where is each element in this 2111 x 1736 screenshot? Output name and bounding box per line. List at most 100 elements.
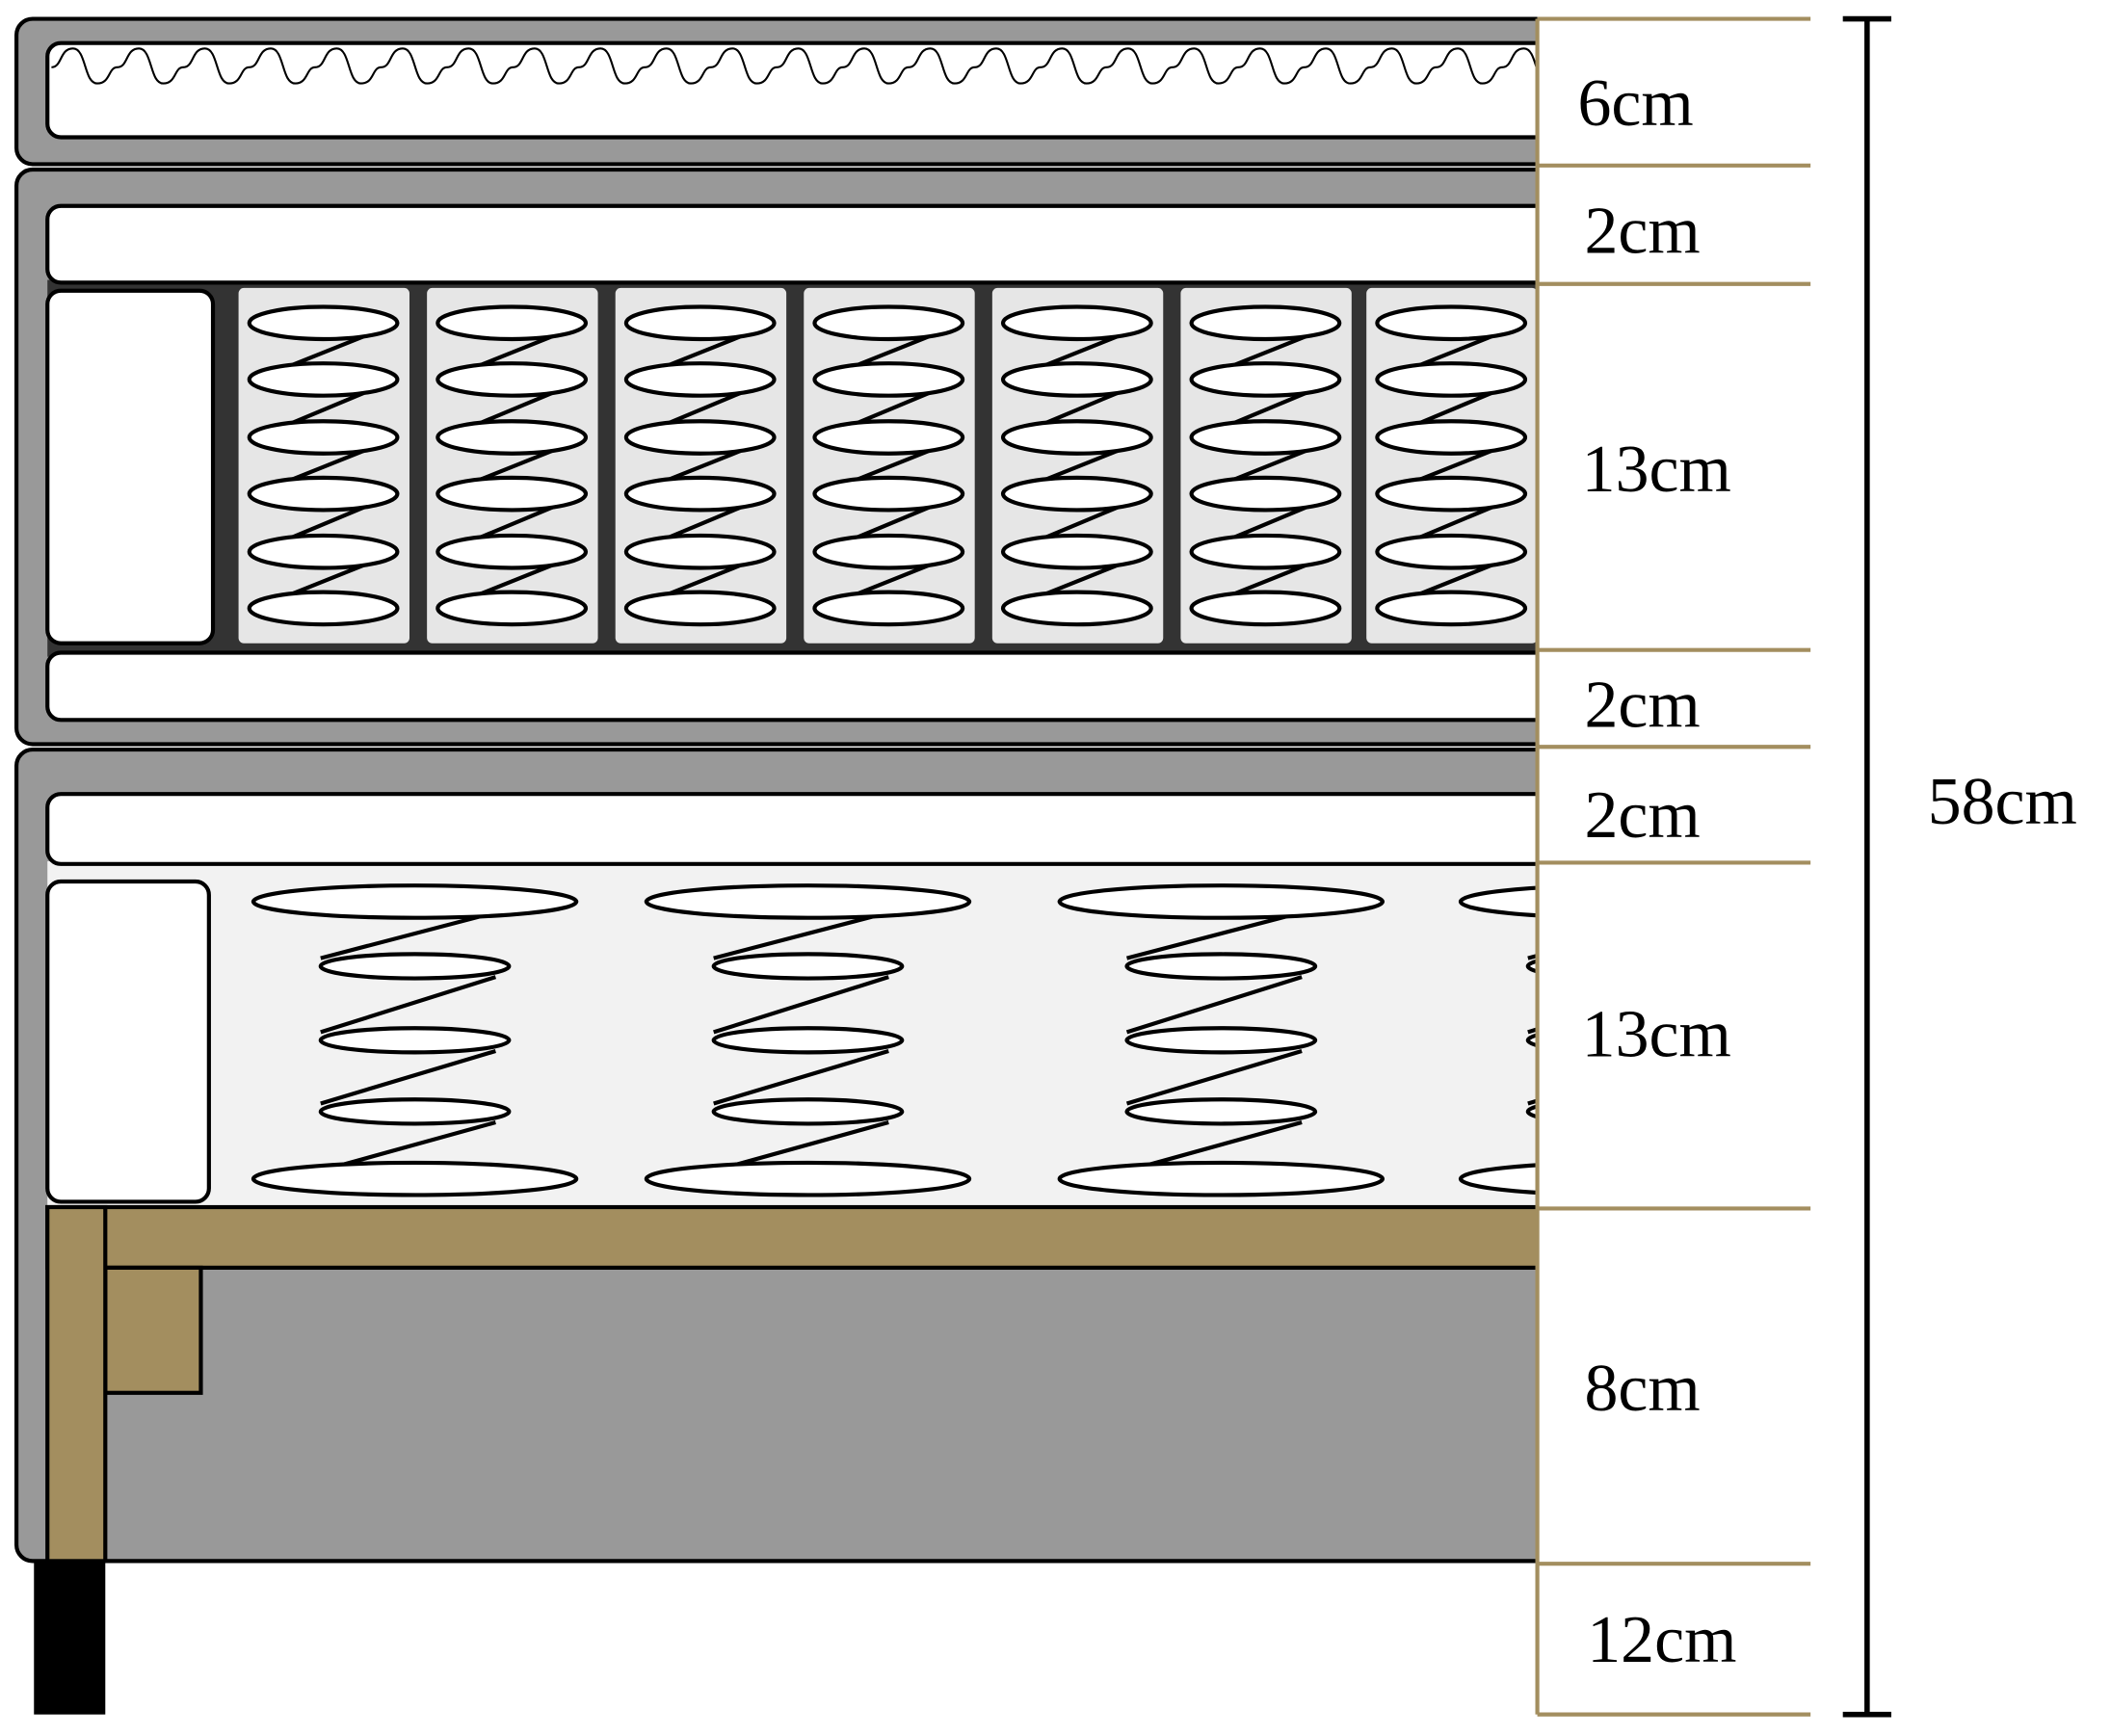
spring-coil: [1375, 533, 1528, 570]
spring-coil: [644, 1160, 972, 1197]
spring-wire: [1042, 334, 1119, 368]
spring-wire: [665, 390, 742, 426]
spring-wire: [1230, 505, 1307, 540]
spring-wire: [320, 910, 496, 960]
spring-coil: [1525, 1104, 1538, 1119]
spring-coil: [435, 419, 589, 456]
spring-coil: [1124, 1097, 1318, 1126]
spring-wire: [1125, 1048, 1303, 1106]
spring-coil: [1189, 475, 1342, 513]
spring-wire: [320, 975, 497, 1035]
pocket-springs: [238, 287, 1538, 644]
spring-coil: [1458, 1163, 1538, 1196]
spring-coil: [711, 952, 905, 981]
spring-coil: [812, 419, 965, 456]
bonnell-spring: [251, 883, 579, 1197]
box-spring: [14, 747, 1538, 1564]
spring-wire: [1042, 563, 1119, 597]
spring-wire: [477, 449, 553, 483]
spring-coil: [435, 533, 589, 570]
spring-coil: [623, 590, 777, 627]
spring-wire: [288, 390, 365, 426]
pocket-spring: [991, 287, 1164, 644]
spring-coil: [623, 475, 777, 513]
label-lower-comfort: 2cm: [1584, 668, 1700, 742]
spring-coil: [1189, 533, 1342, 570]
label-frame: 8cm: [1584, 1352, 1700, 1426]
spring-coil: [623, 304, 777, 342]
spring-wire: [477, 334, 553, 368]
spring-coil: [1057, 1160, 1385, 1197]
spring-coil: [251, 1160, 579, 1197]
spring-coil: [812, 533, 965, 570]
spring-wire: [666, 449, 742, 483]
total-height-ruler: [1842, 15, 1891, 1718]
spring-coil: [1124, 1026, 1318, 1055]
spring-coil: [623, 419, 777, 456]
spring-coil: [812, 590, 965, 627]
spring-wire: [1527, 1166, 1538, 1173]
spring-wire: [713, 975, 889, 1035]
spring-coil: [1375, 361, 1528, 398]
spring-coil: [435, 475, 589, 513]
spring-coil: [1375, 304, 1528, 342]
spring-coil: [1057, 883, 1385, 920]
spring-wire: [854, 449, 930, 483]
spring-coil: [1000, 533, 1153, 570]
layer-dimension-scale: [1535, 16, 1811, 1717]
spring-coil: [247, 361, 400, 398]
spring-coil: [644, 883, 972, 920]
spring-coil: [251, 883, 579, 920]
pocket-spring: [427, 287, 598, 644]
spring-wire: [477, 563, 553, 597]
topper: [14, 16, 1538, 167]
spring-coil: [1189, 419, 1342, 456]
spring-coil: [318, 1097, 512, 1126]
label-upper-comfort: 2cm: [1584, 195, 1700, 269]
label-legs: 12cm: [1587, 1603, 1736, 1677]
spring-wire: [1416, 390, 1492, 426]
spring-coil: [1375, 590, 1528, 627]
edge-foam-lower: [45, 879, 211, 1204]
spring-coil: [623, 361, 777, 398]
bed-leg: [34, 1561, 106, 1715]
spring-wire: [1230, 334, 1307, 368]
spring-wire: [1125, 975, 1303, 1035]
upper-comfort-layer: [45, 203, 1538, 285]
spring-wire: [288, 505, 365, 540]
spring-wire: [1126, 910, 1303, 960]
label-bonnell-springs: 13cm: [1582, 998, 1731, 1072]
spring-coil: [1375, 475, 1528, 513]
spring-coil: [1525, 1033, 1538, 1048]
spring-wire: [1042, 505, 1119, 540]
spring-wire: [854, 334, 930, 368]
pocket-spring: [1180, 287, 1352, 644]
spring-wire: [666, 563, 742, 597]
bed-body: [14, 16, 1538, 1564]
spring-coil: [435, 361, 589, 398]
spring-wire: [288, 563, 365, 597]
spring-wire: [713, 1048, 889, 1106]
spring-coil: [1189, 304, 1342, 342]
spring-coil: [1000, 361, 1153, 398]
spring-coil: [247, 590, 400, 627]
label-total-height: 58cm: [1928, 765, 2077, 839]
spring-wire: [1042, 390, 1119, 426]
spring-wire: [477, 505, 553, 540]
pocket-spring-mattress: [14, 167, 1538, 747]
spring-wire: [666, 334, 742, 368]
bonnell-spring: [644, 883, 972, 1197]
box-top-comfort-layer: [45, 792, 1538, 866]
spring-wire: [477, 390, 553, 426]
spring-wire: [854, 505, 930, 540]
spring-wire: [288, 449, 365, 483]
lower-comfort-layer: [45, 650, 1538, 723]
pocket-spring: [238, 287, 409, 644]
spring-coil: [247, 533, 400, 570]
spring-coil: [1000, 590, 1153, 627]
spring-wire: [1416, 563, 1492, 597]
pocket-spring: [615, 287, 787, 644]
spring-coil: [1000, 475, 1153, 513]
spring-wire: [1416, 334, 1492, 368]
